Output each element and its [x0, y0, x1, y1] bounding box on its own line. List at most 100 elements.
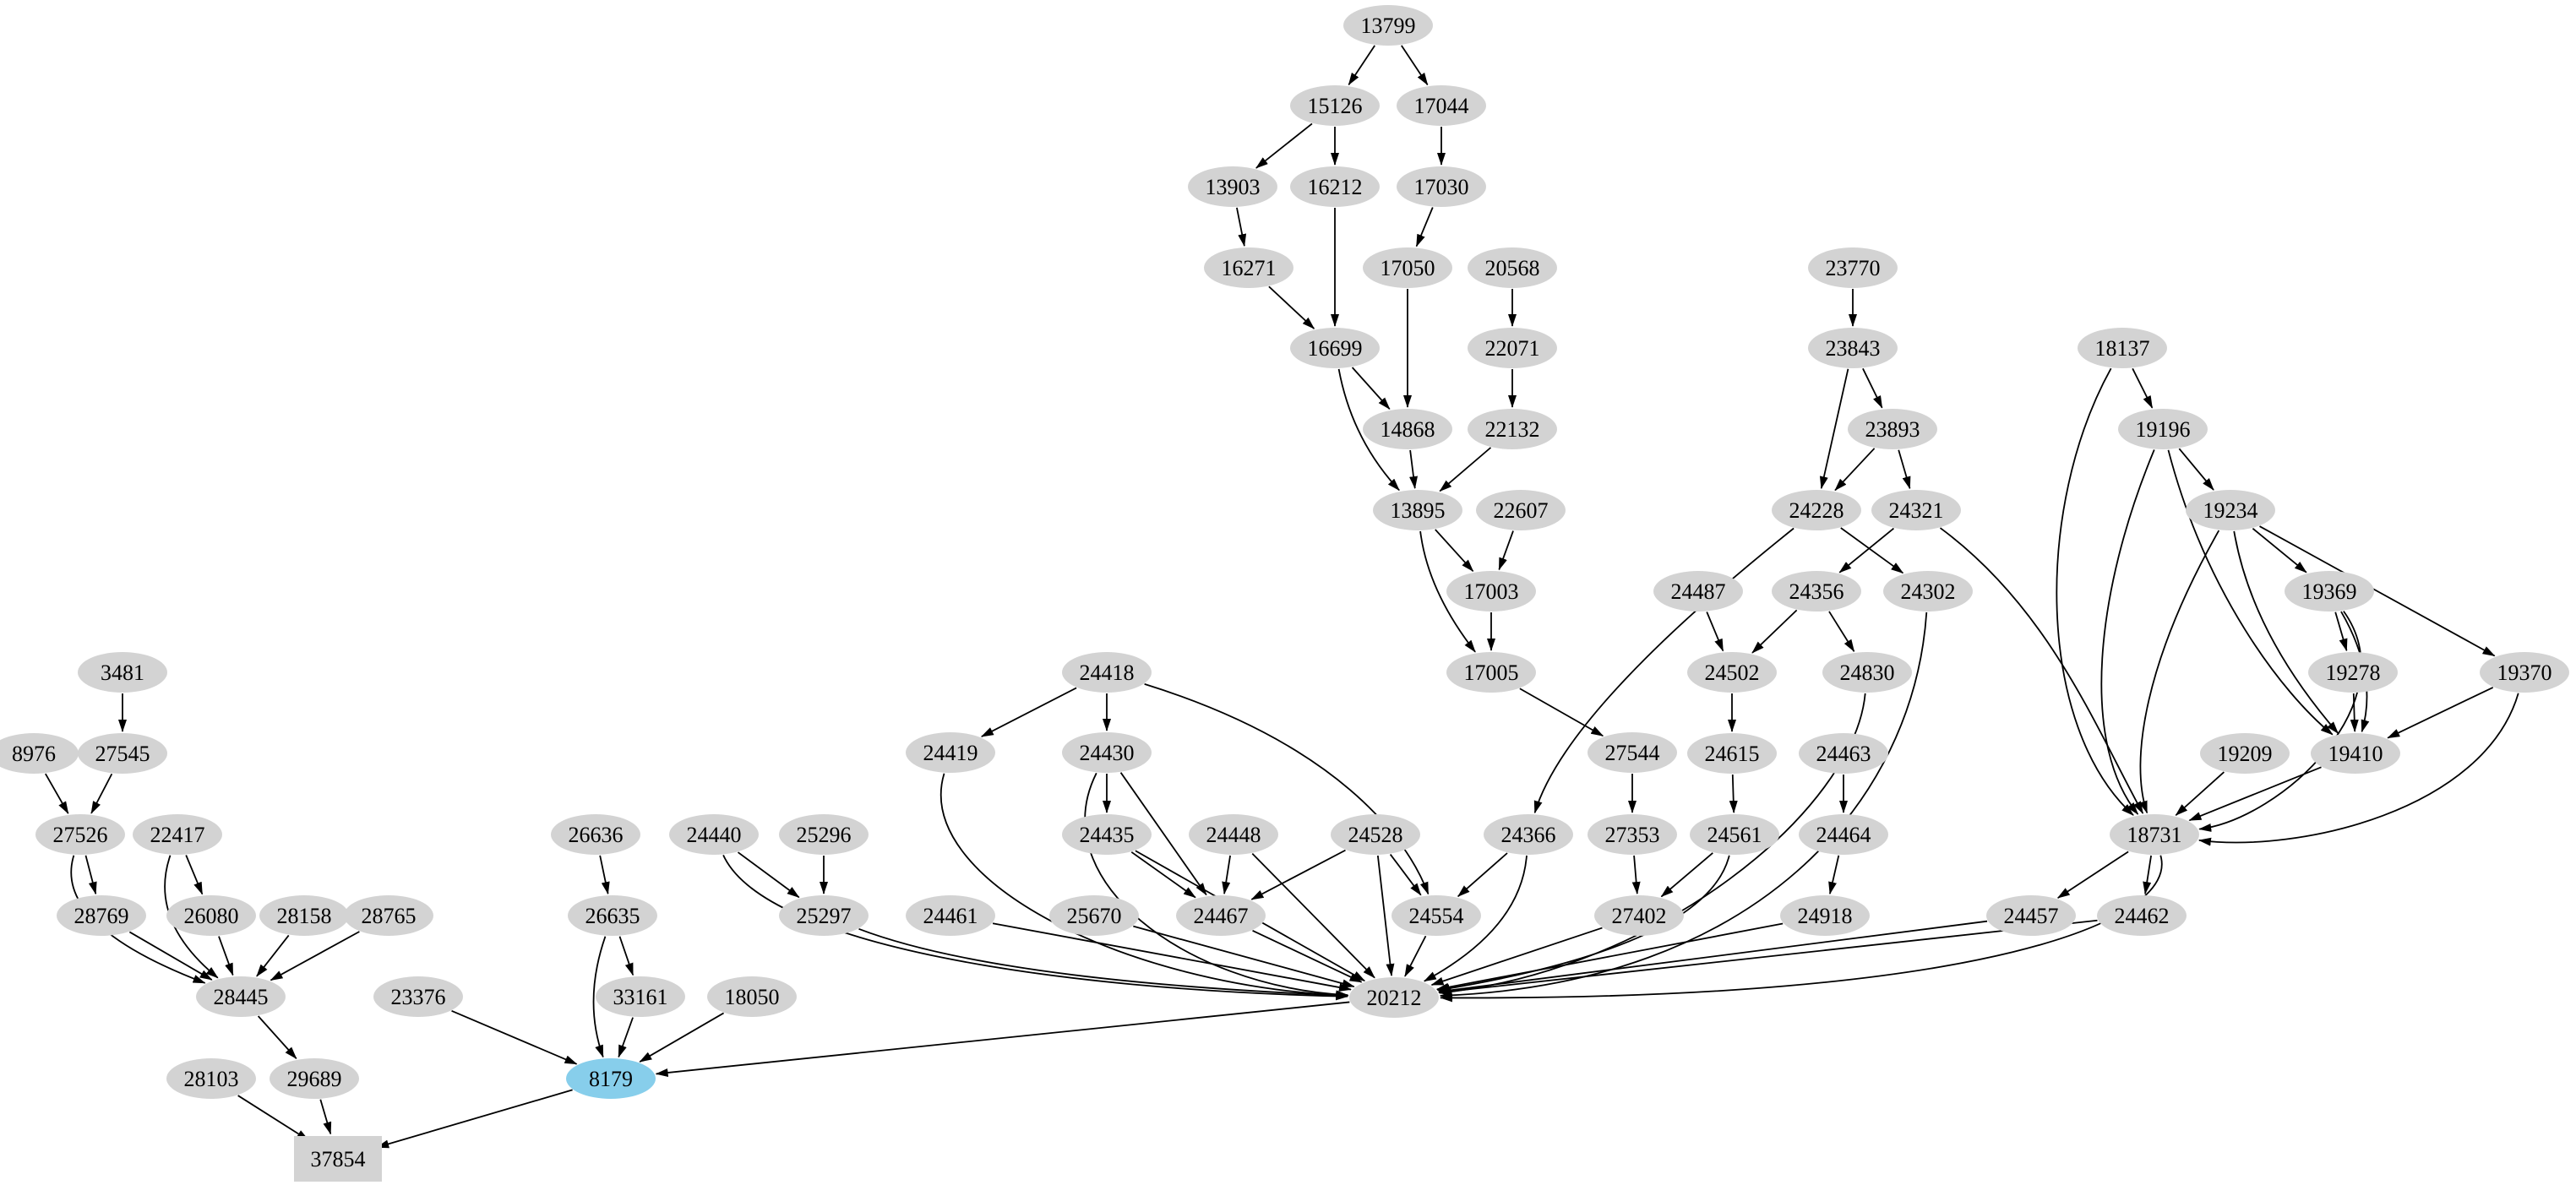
graph-node-24487: 24487 [1653, 571, 1743, 612]
node-label-22071: 22071 [1485, 336, 1540, 361]
graph-node-14868: 14868 [1363, 409, 1452, 449]
graph-node-19278: 19278 [2308, 652, 2398, 693]
edge-28765-28445 [270, 931, 360, 981]
edge-8976-27526 [45, 773, 69, 814]
node-shape-ellipse [1062, 732, 1152, 773]
node-label-26635: 26635 [585, 904, 640, 928]
node-shape-ellipse [1373, 490, 1462, 530]
node-shape-ellipse [2097, 895, 2187, 936]
node-label-17030: 17030 [1414, 175, 1469, 199]
node-shape-ellipse [1204, 247, 1293, 288]
node-label-24462: 24462 [2115, 904, 2170, 928]
graph-node-3481: 3481 [78, 652, 167, 693]
node-shape-ellipse [166, 895, 256, 936]
node-label-19209: 19209 [2218, 742, 2273, 766]
edge-24554-20212 [1404, 935, 1427, 977]
graph-node-24356: 24356 [1772, 571, 1861, 612]
node-shape-box [294, 1136, 382, 1182]
edge-22417-26080 [185, 855, 204, 895]
node-shape-ellipse [1363, 409, 1452, 449]
graph-node-25670: 25670 [1049, 895, 1139, 936]
node-label-24435: 24435 [1080, 823, 1135, 847]
node-shape-ellipse [1049, 895, 1139, 936]
node-label-15126: 15126 [1308, 94, 1363, 118]
node-shape-ellipse [270, 1058, 359, 1099]
node-shape-ellipse [78, 733, 167, 774]
graph-node-28103: 28103 [166, 1058, 256, 1099]
graph-node-28765: 28765 [344, 895, 433, 936]
node-shape-ellipse [1397, 85, 1486, 126]
graph-node-24461: 24461 [906, 895, 995, 936]
node-shape-ellipse [1690, 814, 1779, 855]
graph-node-24440: 24440 [669, 814, 759, 855]
graph-node-17044: 17044 [1397, 85, 1486, 126]
edge-24440-25297 [737, 851, 800, 899]
node-shape-ellipse [906, 732, 995, 773]
node-shape-ellipse [1780, 895, 1870, 936]
edge-18137-19196 [2132, 367, 2154, 409]
node-label-27544: 27544 [1605, 741, 1660, 765]
edge-24356-24830 [1828, 611, 1855, 653]
node-label-17050: 17050 [1381, 256, 1435, 280]
node-shape-ellipse [1446, 571, 1536, 612]
node-label-17003: 17003 [1464, 579, 1519, 604]
graph-node-16212: 16212 [1290, 166, 1380, 207]
node-label-29689: 29689 [287, 1067, 342, 1091]
edge-26080-28445 [218, 936, 234, 976]
node-label-22417: 22417 [150, 823, 205, 847]
graph-node-19370: 19370 [2480, 652, 2569, 693]
edge-22132-13895 [1439, 447, 1492, 492]
edge-24448-20212 [1251, 852, 1375, 979]
node-shape-ellipse [1468, 328, 1557, 368]
node-shape-ellipse [196, 976, 286, 1017]
edge-24302-20212 [1439, 612, 1928, 1000]
edge-24440-20212 [722, 855, 1349, 1001]
node-label-24463: 24463 [1816, 742, 1871, 766]
node-shape-ellipse [1799, 733, 1888, 774]
edge-19209-18731 [2175, 771, 2225, 816]
node-label-20568: 20568 [1485, 256, 1540, 280]
edge-28158-28445 [256, 934, 290, 977]
node-label-24918: 24918 [1798, 904, 1853, 928]
graph-node-8179: 8179 [566, 1058, 656, 1099]
node-label-24467: 24467 [1194, 904, 1249, 928]
node-label-24418: 24418 [1080, 660, 1135, 685]
node-label-13895: 13895 [1391, 498, 1446, 523]
node-label-24615: 24615 [1705, 742, 1760, 766]
graph-node-24554: 24554 [1391, 895, 1481, 936]
node-label-27353: 27353 [1605, 823, 1660, 847]
graph-node-13799: 13799 [1343, 5, 1433, 46]
graph-node-17030: 17030 [1397, 166, 1486, 207]
graph-node-17003: 17003 [1446, 571, 1536, 612]
node-label-27545: 27545 [95, 742, 150, 766]
node-label-24461: 24461 [923, 904, 978, 928]
node-shape-ellipse [1594, 895, 1684, 936]
node-label-3481: 3481 [101, 660, 144, 685]
graph-node-19196: 19196 [2118, 409, 2208, 449]
node-shape-ellipse [1188, 166, 1277, 207]
edge-19370-19410 [2387, 687, 2494, 739]
edge-19196-19410 [2167, 449, 2334, 736]
edge-15126-13903 [1255, 122, 1313, 169]
edge-24366-24554 [1457, 852, 1508, 898]
graph-node-18050: 18050 [707, 976, 797, 1017]
node-label-25296: 25296 [797, 823, 852, 847]
graph-node-26080: 26080 [166, 895, 256, 936]
graph-node-24561: 24561 [1690, 814, 1779, 855]
graph-node-24430: 24430 [1062, 732, 1152, 773]
node-shape-ellipse [2311, 733, 2400, 774]
graph-node-27544: 27544 [1588, 732, 1677, 773]
node-shape-ellipse [344, 895, 433, 936]
node-shape-ellipse [1468, 247, 1557, 288]
graph-node-22417: 22417 [133, 814, 222, 855]
edge-24321-24356 [1838, 527, 1895, 573]
graph-node-26635: 26635 [568, 895, 657, 936]
edge-20212-8179 [655, 1001, 1350, 1077]
node-label-23376: 23376 [391, 985, 446, 1009]
edge-24467-20212 [1252, 929, 1363, 983]
node-shape-ellipse [1772, 571, 1861, 612]
node-label-16212: 16212 [1308, 175, 1363, 199]
node-shape-ellipse [1808, 328, 1898, 368]
edge-24461-20212 [992, 922, 1352, 992]
graph-node-13895: 13895 [1373, 490, 1462, 530]
